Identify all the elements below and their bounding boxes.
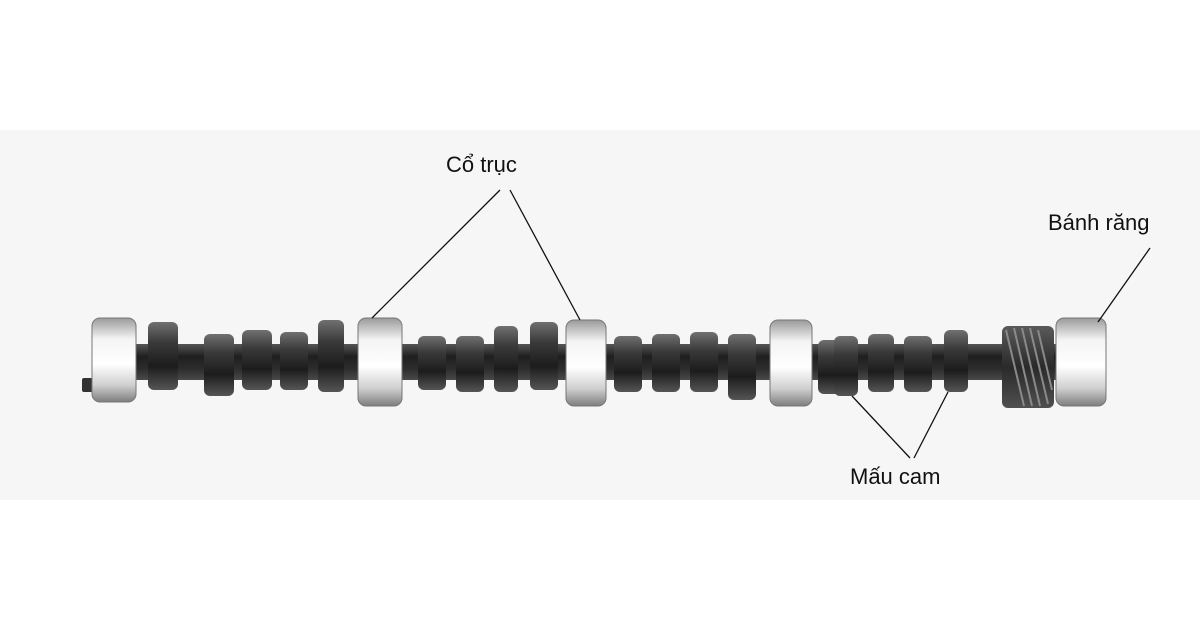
cam-lobe (280, 332, 308, 390)
cam-lobe (456, 336, 484, 392)
cam-lobe (494, 326, 518, 392)
cam-lobe (728, 334, 756, 400)
cam-lobe-label: Mấu cam (850, 464, 940, 489)
leader-line-gear (1098, 248, 1150, 322)
bearing-journal (358, 318, 402, 406)
journal-label: Cổ trục (446, 152, 517, 177)
cam-lobe (614, 336, 642, 392)
bearing-journal (770, 320, 812, 406)
cam-lobes (148, 320, 968, 400)
cam-lobe (242, 330, 272, 390)
cam-lobe (318, 320, 344, 392)
leader-line-lobe-1 (852, 396, 910, 458)
cam-lobe (690, 332, 718, 392)
cam-lobe (652, 334, 680, 392)
bearing-journal (1056, 318, 1106, 406)
leader-line-journal-2 (510, 190, 580, 320)
cam-lobe (418, 336, 446, 390)
cam-lobe (530, 322, 558, 390)
leader-lines (372, 190, 1150, 458)
leader-line-lobe-2 (914, 392, 948, 458)
bearing-journal (92, 318, 136, 402)
drive-gear (1002, 326, 1054, 408)
gear-label: Bánh răng (1048, 210, 1150, 235)
cam-lobe (834, 336, 858, 396)
cam-lobe (204, 334, 234, 396)
cam-lobe (148, 322, 178, 390)
cam-lobe (868, 334, 894, 392)
bearing-journal (566, 320, 606, 406)
leader-line-journal-1 (372, 190, 500, 318)
cam-lobe (904, 336, 932, 392)
cam-lobe (944, 330, 968, 392)
